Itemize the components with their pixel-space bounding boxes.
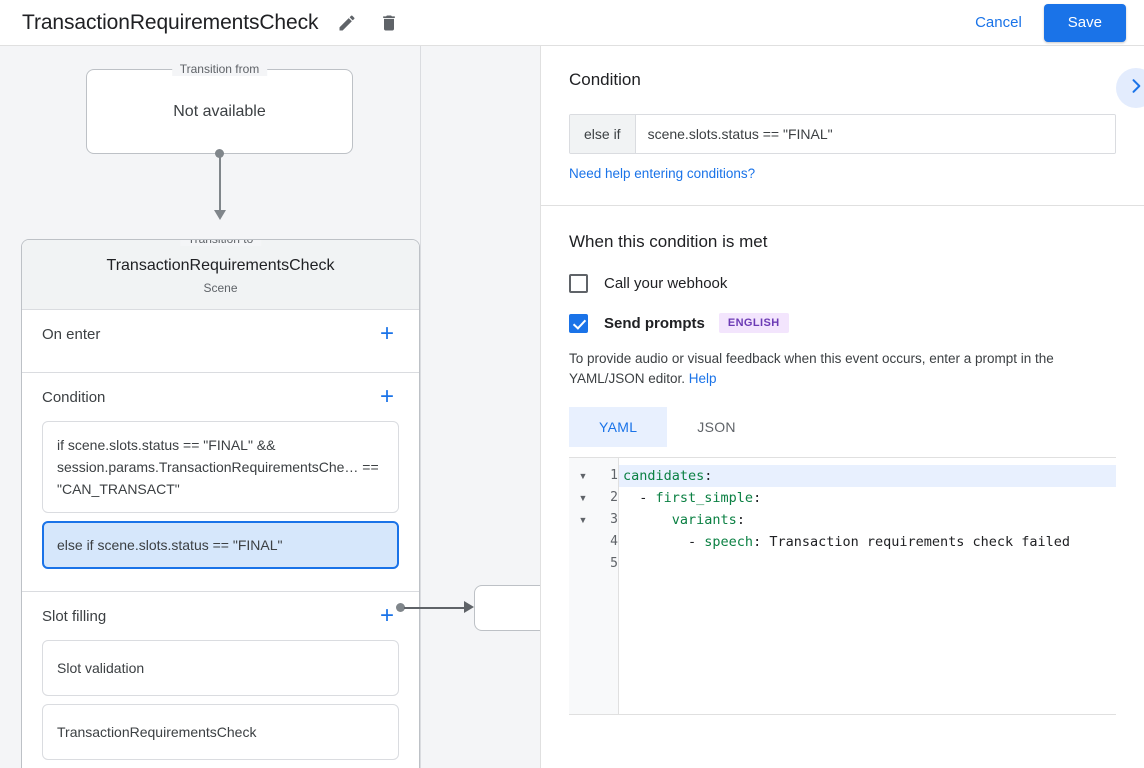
section-condition-header: Condition + bbox=[42, 373, 399, 421]
next-target-node[interactable] bbox=[474, 585, 540, 631]
fold-spacer bbox=[569, 553, 597, 575]
code-token: variants bbox=[671, 512, 737, 528]
connector-line-vertical bbox=[219, 154, 221, 214]
prompts-description-text: To provide audio or visual feedback when… bbox=[569, 351, 1054, 386]
editor-code-line[interactable]: candidates: bbox=[619, 465, 1116, 487]
condition-chip-else-if[interactable]: else if scene.slots.status == "FINAL" bbox=[42, 521, 399, 569]
trash-icon bbox=[379, 13, 399, 33]
editor-line-number: 4 bbox=[610, 534, 618, 549]
editor-line-number-gutter: 1 2 3 4 5 bbox=[597, 458, 619, 714]
editor-code-area[interactable]: candidates: - first_simple: variants: - … bbox=[619, 458, 1116, 714]
transition-to-node[interactable]: Transition to TransactionRequirementsChe… bbox=[21, 239, 420, 768]
code-token: - bbox=[623, 490, 656, 506]
page-title: TransactionRequirementsCheck bbox=[22, 10, 319, 34]
prompts-description: To provide audio or visual feedback when… bbox=[569, 349, 1116, 389]
editor-line-number: 3 bbox=[610, 512, 618, 527]
connector-line-out bbox=[404, 607, 466, 609]
code-token: speech bbox=[704, 534, 754, 550]
collapse-panel-button[interactable] bbox=[1116, 68, 1144, 108]
add-on-enter-button[interactable]: + bbox=[379, 320, 394, 347]
flow-canvas[interactable]: Transition from Not available Transition… bbox=[0, 46, 540, 768]
code-token: - bbox=[623, 534, 705, 550]
call-webhook-label: Call your webhook bbox=[604, 275, 728, 292]
slot-validation-chip[interactable]: Slot validation bbox=[42, 640, 399, 696]
editor-format-tabs: YAML JSON bbox=[569, 407, 1116, 447]
code-token: : bbox=[704, 468, 713, 484]
prompts-help-link[interactable]: Help bbox=[688, 371, 717, 386]
condition-chip-if[interactable]: if scene.slots.status == "FINAL" && sess… bbox=[42, 421, 399, 513]
cancel-button[interactable]: Cancel bbox=[961, 6, 1036, 39]
connector-arrow-down bbox=[214, 210, 226, 220]
tab-json[interactable]: JSON bbox=[697, 419, 736, 435]
language-badge: ENGLISH bbox=[718, 313, 789, 333]
fold-toggle-icon[interactable]: ▼ bbox=[578, 515, 588, 525]
slot-filling-chip[interactable]: TransactionRequirementsCheck bbox=[42, 704, 399, 760]
condition-input-row[interactable]: else if bbox=[569, 114, 1116, 154]
code-token: : bbox=[736, 512, 745, 528]
webhook-row[interactable]: Call your webhook bbox=[569, 274, 1116, 293]
section-slot-filling: Slot filling + Slot validation Transacti… bbox=[22, 592, 419, 768]
code-token: : Transaction requirements check failed bbox=[753, 534, 1071, 550]
transition-to-legend: Transition to bbox=[179, 240, 262, 246]
fold-spacer bbox=[569, 531, 597, 553]
connector-dot-top bbox=[215, 149, 224, 158]
pencil-icon bbox=[337, 13, 357, 33]
editor-code-line[interactable] bbox=[619, 553, 1116, 575]
connector-dot-out bbox=[396, 603, 405, 612]
editor-line-number: 1 bbox=[610, 468, 618, 483]
editor-code-line[interactable]: variants: bbox=[619, 509, 1116, 531]
condition-prefix-label: else if bbox=[570, 115, 636, 153]
send-prompts-row[interactable]: Send prompts ENGLISH bbox=[569, 313, 1116, 333]
edit-button[interactable] bbox=[330, 6, 364, 40]
transition-from-value: Not available bbox=[173, 102, 266, 120]
chevron-right-icon bbox=[1126, 76, 1144, 101]
transition-from-legend: Transition from bbox=[171, 62, 268, 76]
editor-code-line[interactable]: - speech: Transaction requirements check… bbox=[619, 531, 1116, 553]
when-condition-met-heading: When this condition is met bbox=[569, 232, 768, 251]
send-prompts-label: Send prompts bbox=[604, 314, 705, 332]
editor-fold-column: ▼ ▼ ▼ bbox=[569, 458, 597, 714]
condition-block: Condition else if Need help entering con… bbox=[541, 46, 1144, 206]
code-token bbox=[623, 512, 672, 528]
add-condition-button[interactable]: + bbox=[379, 383, 394, 410]
condition-expression-input[interactable] bbox=[635, 115, 1115, 153]
when-condition-met-block: When this condition is met Call your web… bbox=[541, 206, 1144, 725]
scene-name: TransactionRequirementsCheck bbox=[106, 257, 335, 274]
section-slot-filling-header: Slot filling + bbox=[42, 592, 399, 640]
scene-header: TransactionRequirementsCheck Scene bbox=[22, 240, 419, 310]
condition-help-link[interactable]: Need help entering conditions? bbox=[569, 166, 756, 181]
delete-button[interactable] bbox=[372, 6, 406, 40]
canvas-vertical-divider bbox=[420, 46, 421, 768]
top-app-bar: TransactionRequirementsCheck Cancel Save bbox=[0, 0, 1144, 46]
scene-type: Scene bbox=[203, 281, 238, 295]
call-webhook-checkbox[interactable] bbox=[569, 274, 588, 293]
code-token: : bbox=[753, 490, 762, 506]
tab-yaml[interactable]: YAML bbox=[569, 407, 668, 447]
editor-code-line[interactable]: - first_simple: bbox=[619, 487, 1116, 509]
fold-toggle-icon[interactable]: ▼ bbox=[578, 493, 588, 503]
condition-heading: Condition bbox=[569, 70, 641, 89]
yaml-editor[interactable]: ▼ ▼ ▼ 1 2 3 4 5 candidates: - first_simple: va… bbox=[569, 457, 1116, 715]
connector-arrow-right bbox=[464, 601, 474, 613]
add-slot-filling-button[interactable]: + bbox=[379, 602, 394, 629]
section-on-enter-header: On enter + bbox=[42, 310, 399, 358]
details-panel: Condition else if Need help entering con… bbox=[540, 46, 1144, 768]
section-condition: Condition + if scene.slots.status == "FI… bbox=[22, 373, 419, 592]
code-token: candidates bbox=[623, 468, 705, 484]
code-token: first_simple bbox=[655, 490, 754, 506]
section-on-enter: On enter + bbox=[22, 310, 419, 373]
section-on-enter-label: On enter bbox=[42, 325, 101, 343]
editor-line-number: 5 bbox=[610, 556, 618, 571]
editor-line-number: 2 bbox=[610, 490, 618, 505]
transition-from-node[interactable]: Transition from Not available bbox=[86, 62, 353, 154]
section-condition-label: Condition bbox=[42, 388, 106, 406]
send-prompts-checkbox[interactable] bbox=[569, 313, 588, 333]
section-slot-filling-label: Slot filling bbox=[42, 607, 107, 625]
fold-toggle-icon[interactable]: ▼ bbox=[578, 471, 588, 481]
save-button[interactable]: Save bbox=[1043, 3, 1126, 42]
